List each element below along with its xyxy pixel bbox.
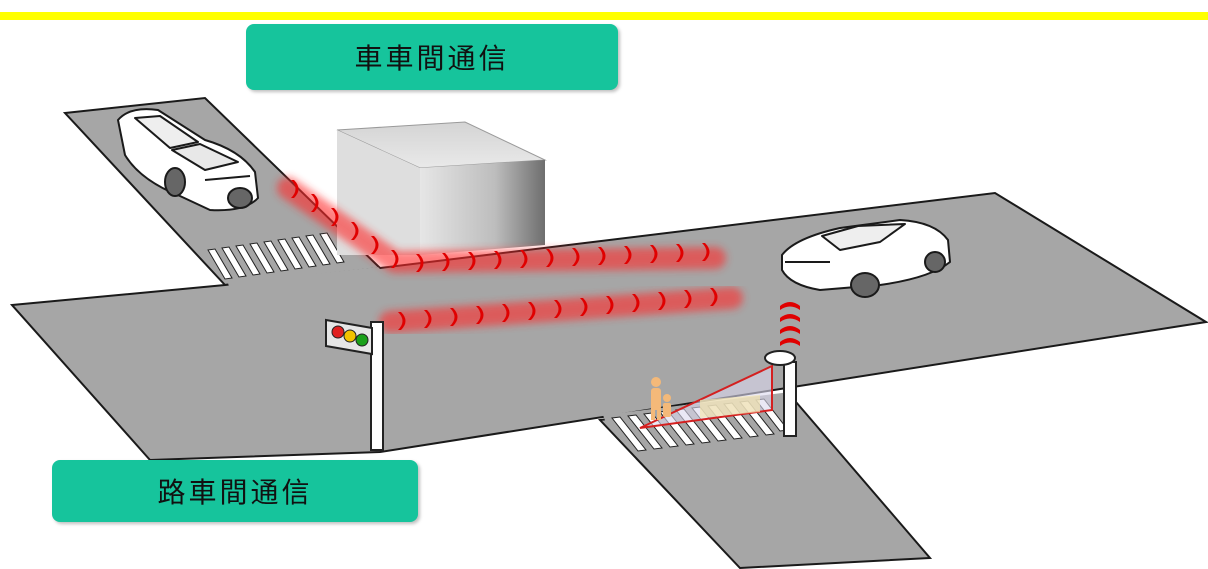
top-accent-bar (0, 12, 1208, 20)
pedestrian-icon (651, 377, 671, 420)
v2i-label: 路車間通信 (52, 460, 418, 522)
car-icon (117, 108, 259, 212)
roadside-sensor-icon (639, 350, 797, 437)
crosswalk-upper (207, 232, 345, 280)
car-icon (781, 219, 951, 298)
signal-wave-icon (277, 177, 801, 356)
v2v-label: 車車間通信 (246, 24, 618, 90)
traffic-light-icon (325, 318, 384, 451)
